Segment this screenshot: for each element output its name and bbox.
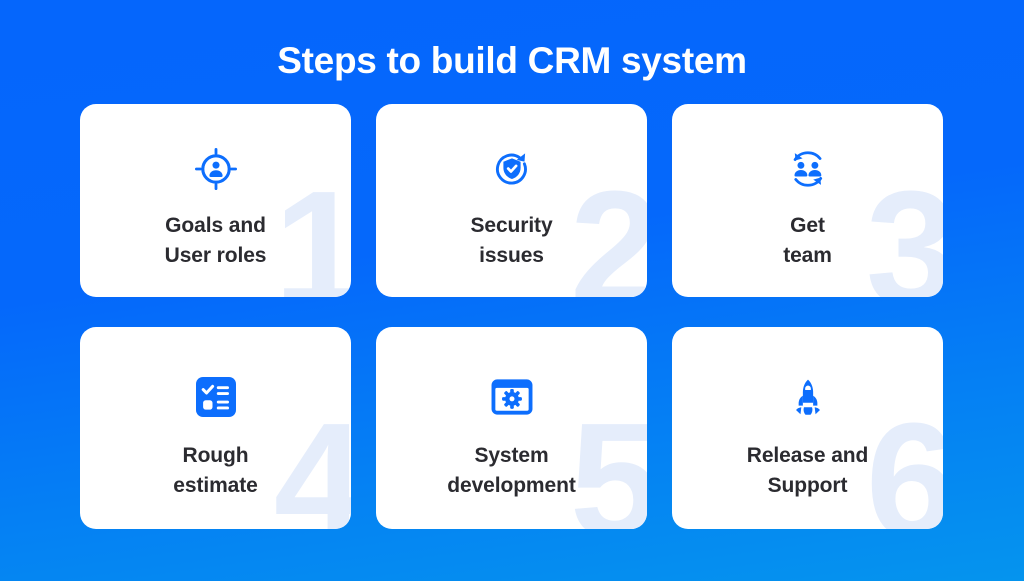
shield-check-refresh-icon: [490, 147, 534, 191]
step-card-1[interactable]: 1 Goals and User roles: [80, 103, 351, 297]
rocket-icon: [786, 375, 830, 419]
step-card-4[interactable]: 4 Rough estimate: [80, 326, 351, 529]
step-label: Release and Support: [746, 443, 869, 497]
checklist-icon: [194, 375, 238, 419]
step-label: Security issues: [470, 213, 553, 267]
step-card-6[interactable]: 6 Release and Support: [672, 326, 943, 529]
step-number-watermark: 3: [865, 156, 943, 297]
step-number-watermark: 4: [273, 388, 351, 529]
steps-grid: 1 Goals and User roles: [80, 103, 944, 529]
step-card-2[interactable]: 2 Security issues: [376, 103, 647, 297]
step-card-3[interactable]: 3 Get team: [672, 103, 943, 297]
target-person-icon: [194, 147, 238, 191]
step-label: System development: [447, 443, 576, 497]
step-label: Goals and User roles: [164, 213, 267, 267]
page-title: Steps to build CRM system: [277, 40, 747, 81]
step-label: Rough estimate: [173, 443, 258, 497]
step-number-watermark: 2: [569, 156, 647, 297]
window-gear-icon: [490, 375, 534, 419]
team-rotate-icon: [786, 147, 830, 191]
step-number-watermark: 1: [273, 156, 351, 297]
step-card-5[interactable]: 5: [376, 326, 647, 529]
step-label: Get team: [783, 213, 832, 267]
